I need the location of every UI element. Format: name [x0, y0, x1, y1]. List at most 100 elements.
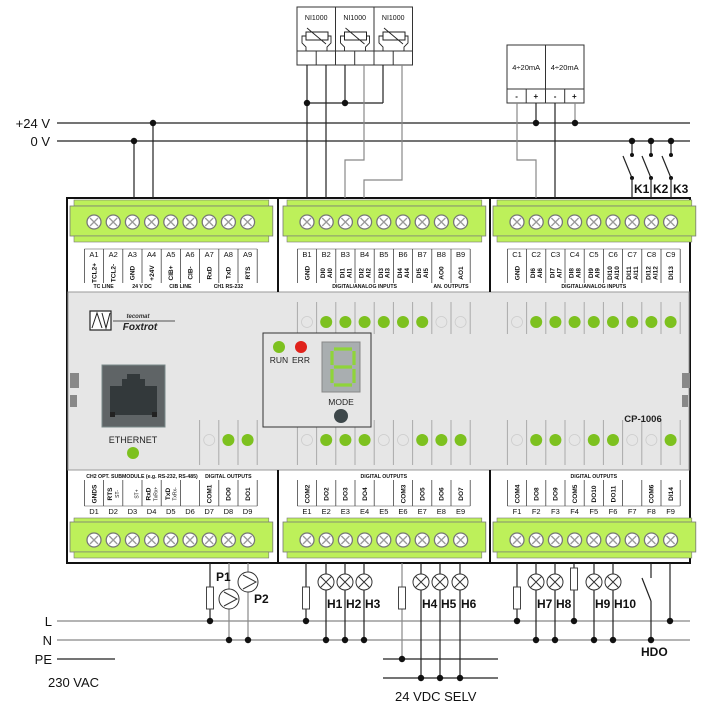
terminal-screw-E7[interactable] [414, 532, 430, 548]
terminal-screw-A6[interactable] [182, 214, 198, 230]
terminal-screw-D3[interactable] [124, 532, 141, 548]
screw-cross-icon [243, 217, 253, 227]
screw-cross-icon [185, 535, 195, 545]
terminal-signal-D3: ST+ [134, 489, 140, 498]
terminal-screw-D9[interactable] [239, 532, 256, 548]
terminal-screw-C9[interactable] [662, 214, 679, 230]
terminal-screw-C5[interactable] [586, 214, 602, 230]
terminal-screw-F6[interactable] [605, 532, 621, 548]
terminal-screw-F8[interactable] [643, 532, 660, 548]
screw-cross-icon [398, 217, 408, 227]
terminal-screw-A1[interactable] [86, 214, 102, 230]
terminal-name-D2: D2 [108, 507, 118, 516]
err-label: ERR [292, 355, 310, 365]
terminal-screw-E8[interactable] [433, 532, 450, 548]
terminal-screw-D2[interactable] [105, 532, 121, 548]
junction-dot [647, 636, 655, 644]
terminal-screw-D8[interactable] [220, 532, 237, 548]
status-led-E9-on [454, 434, 467, 446]
terminal-screw-F3[interactable] [547, 532, 564, 548]
terminal-name-F3: F3 [551, 507, 560, 516]
junction-dot [609, 636, 617, 644]
terminal-name-E8: E8 [437, 507, 446, 516]
terminal-screw-F9[interactable] [662, 532, 679, 548]
terminal-screw-D6[interactable] [182, 532, 198, 548]
terminal-signal-D8: DO0 [226, 487, 233, 501]
terminal-screw-C1[interactable] [509, 214, 525, 230]
terminal-signal-A9: RTS [245, 266, 252, 280]
terminal-signal-B3: AI1 [346, 268, 353, 279]
terminal-screw-D7[interactable] [201, 532, 217, 548]
mode-label: MODE [328, 397, 354, 407]
screw-cross-icon [456, 535, 466, 545]
terminal-screw-D4[interactable] [143, 532, 160, 548]
terminal-name-A9: A9 [243, 250, 252, 259]
terminal-signal-E8: DO6 [439, 487, 446, 501]
lamp-cross [454, 576, 466, 588]
terminal-screw-D1[interactable] [86, 532, 102, 548]
rail-label-n: N [43, 633, 52, 648]
terminal-screw-C7[interactable] [624, 214, 640, 230]
terminal-screw-A8[interactable] [220, 214, 237, 230]
terminal-screw-B2[interactable] [318, 214, 334, 230]
terminal-screw-E1[interactable] [299, 532, 315, 548]
terminal-screw-A9[interactable] [239, 214, 256, 230]
terminal-signal-F6: DO11 [610, 485, 617, 502]
terminal-screw-B6[interactable] [395, 214, 411, 230]
terminal-screw-E9[interactable] [452, 532, 469, 548]
sensor-label-ni1000: NI1000 [305, 15, 328, 22]
terminal-screw-C3[interactable] [547, 214, 564, 230]
terminal-screw-A7[interactable] [201, 214, 217, 230]
terminal-screw-B5[interactable] [376, 214, 392, 230]
terminal-screw-F2[interactable] [528, 532, 544, 548]
terminal-screw-A4[interactable] [143, 214, 160, 230]
terminal-screw-F1[interactable] [509, 532, 525, 548]
terminal-signal-B3: DI1 [339, 268, 346, 279]
terminal-signal-A8: TxD [226, 267, 233, 280]
terminal-screw-E6[interactable] [395, 532, 411, 548]
screw-cross-icon [321, 535, 331, 545]
screw-cross-icon [223, 535, 233, 545]
terminal-screw-F4[interactable] [566, 532, 583, 548]
terminal-screw-F7[interactable] [624, 532, 640, 548]
terminal-screw-D5[interactable] [163, 532, 179, 548]
status-led-F8-off [645, 434, 658, 446]
terminal-signal-B4: DI2 [359, 268, 366, 279]
junction-dot [341, 636, 349, 644]
terminal-signal-C7: DI11 [626, 266, 633, 280]
terminal-signal-A6: CIB- [187, 266, 194, 279]
terminal-screw-C8[interactable] [643, 214, 660, 230]
screw-cross-icon [512, 535, 522, 545]
terminal-screw-C4[interactable] [566, 214, 583, 230]
terminal-block-C-rail [496, 235, 693, 243]
junction-dot [456, 674, 464, 682]
fuse-icon [570, 567, 578, 591]
terminal-name-C3: C3 [551, 250, 561, 259]
terminal-name-A3: A3 [128, 250, 137, 259]
terminal-screw-E5[interactable] [376, 532, 392, 548]
terminal-name-F4: F4 [570, 507, 579, 516]
terminal-screw-E2[interactable] [318, 532, 334, 548]
terminal-screw-E3[interactable] [337, 532, 354, 548]
terminal-screw-C6[interactable] [605, 214, 621, 230]
terminal-screw-F5[interactable] [586, 532, 602, 548]
terminal-screw-B9[interactable] [452, 214, 469, 230]
screw-cross-icon [302, 217, 312, 227]
lamp-label-H6: H6 [461, 597, 477, 611]
terminal-screw-B7[interactable] [414, 214, 430, 230]
pin-minus: - [554, 92, 557, 101]
terminal-screw-E4[interactable] [356, 532, 373, 548]
terminal-screw-B1[interactable] [299, 214, 315, 230]
terminal-screw-B3[interactable] [337, 214, 354, 230]
wire [516, 103, 537, 198]
terminal-screw-C2[interactable] [528, 214, 544, 230]
terminal-name-E9: E9 [456, 507, 465, 516]
terminal-signal-D1: GNDS [91, 484, 98, 503]
terminal-screw-B4[interactable] [356, 214, 373, 230]
terminal-screw-A3[interactable] [124, 214, 141, 230]
terminal-signal-E6: COM3 [400, 484, 407, 503]
mode-button[interactable] [334, 409, 348, 423]
terminal-screw-A5[interactable] [163, 214, 179, 230]
terminal-screw-B8[interactable] [433, 214, 450, 230]
terminal-screw-A2[interactable] [105, 214, 121, 230]
